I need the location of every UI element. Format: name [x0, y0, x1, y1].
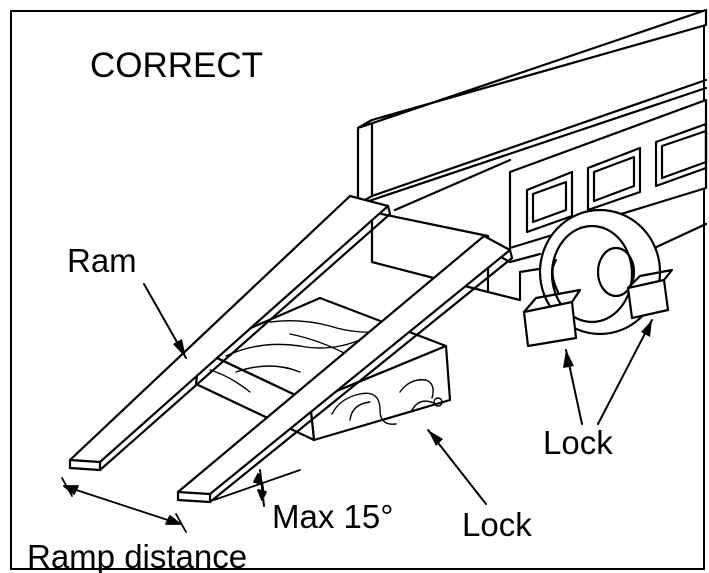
diagram-title: CORRECT	[90, 46, 264, 85]
ramp-left	[68, 194, 392, 472]
ramp-label: Ram	[67, 242, 137, 279]
ramp-right	[176, 234, 514, 504]
ramp-distance-label: Ramp distance	[27, 538, 248, 573]
truck-bed	[356, 8, 708, 212]
lock-label-wheel: Lock	[543, 424, 613, 461]
ramp-distance-dimension	[61, 477, 187, 533]
max-angle-label: Max 15°	[272, 498, 394, 535]
lock-label-block: Lock	[462, 506, 532, 543]
wheel-chock-right	[626, 268, 674, 320]
angle-indicator	[213, 469, 301, 501]
pointer-arrowheads	[173, 320, 652, 446]
diagram-frame	[10, 10, 705, 570]
wheel-chock-left	[522, 288, 582, 348]
